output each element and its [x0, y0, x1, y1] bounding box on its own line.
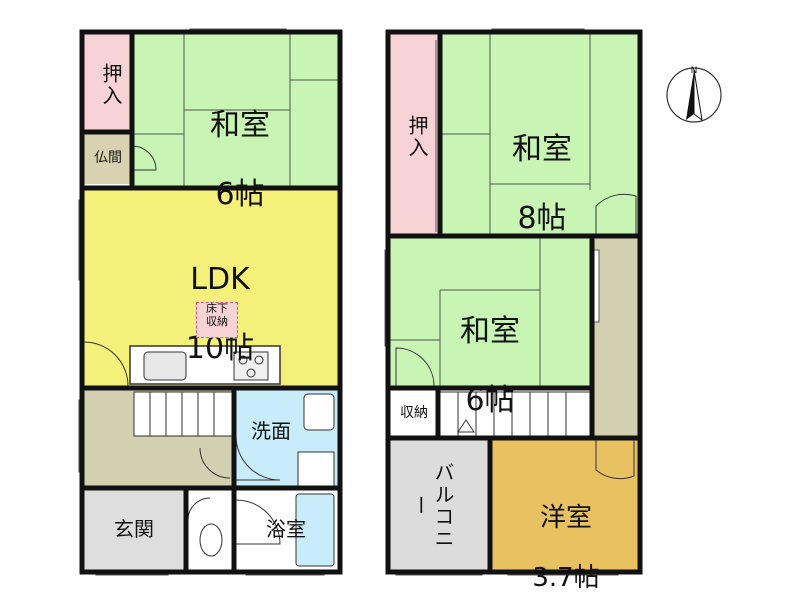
floor2-oshiire-label: 押入: [405, 115, 429, 159]
kitchen-counter: [129, 345, 281, 385]
compass: [666, 67, 722, 123]
floor2-walls: [385, 29, 643, 575]
floor1-butsuma-area: [84, 134, 132, 184]
floor1-washitsu-label: 和室 6帖: [190, 74, 290, 212]
floor2-washitsu8-size: 8帖: [517, 200, 567, 236]
floor2-washitsu6-label: 和室 6帖: [440, 280, 540, 418]
senmen-label: 洗面: [251, 419, 291, 443]
yoshitsu-label: 洋室 3.7帖: [508, 474, 624, 594]
yoshitsu-name: 洋室: [539, 502, 592, 533]
bathtub: [295, 493, 335, 567]
floor2-tatami-lines: [390, 34, 591, 386]
floor2-oshiire-area: [390, 34, 440, 234]
underfloor-storage-label: 床下 収納: [196, 302, 238, 338]
floor2-washitsu8-label: 和室 8帖: [492, 98, 592, 236]
floor2-washitsu6-name: 和室: [460, 313, 520, 349]
floor1-door-swings: [83, 145, 281, 545]
gas-stove-burner: [238, 355, 248, 365]
toilet: [199, 523, 223, 557]
floor2-shuno-area: [390, 390, 436, 436]
sink: [143, 351, 187, 381]
floor1-stairs: [133, 391, 233, 437]
floor1-walls: [79, 29, 343, 575]
balcony-label: バルコニー: [408, 462, 455, 550]
floor2-washitsu8-name: 和室: [512, 131, 572, 167]
floor2-yoshitsu-area: [492, 440, 638, 570]
floor2-door-swings: [395, 193, 637, 480]
floor2-corridor-area: [594, 238, 638, 436]
genkan-label: 玄関: [114, 517, 154, 541]
floor2-washitsu6-size: 6帖: [465, 382, 515, 418]
floor1-oshiire-label: 押入: [99, 63, 123, 107]
ldk-label: LDK 10帖: [160, 228, 280, 366]
compass-north-label: N: [690, 66, 698, 76]
floor1-washitsu-name: 和室: [210, 107, 270, 143]
floor1-washitsu-size: 6帖: [215, 176, 265, 212]
yoshitsu-size: 3.7帖: [532, 562, 600, 593]
floor1-genkan-area: [84, 490, 184, 570]
floor2-washitsu6-area: [390, 238, 590, 386]
floor2-shuno-label: 収納: [400, 405, 428, 421]
yokushitsu-label: 浴室: [266, 517, 306, 541]
floor1-oshiire-area: [84, 34, 132, 130]
washbasin: [303, 393, 335, 431]
ldk-name: LDK: [190, 261, 250, 297]
floor2-plan: [384, 28, 643, 576]
floor2-balcony-area: [390, 440, 488, 570]
washing-machine-pan: [297, 451, 335, 487]
floor1-plan: [78, 28, 343, 576]
floor1-tatami-lines: [134, 34, 338, 186]
floor1-butsuma-label: 仏間: [94, 150, 122, 166]
